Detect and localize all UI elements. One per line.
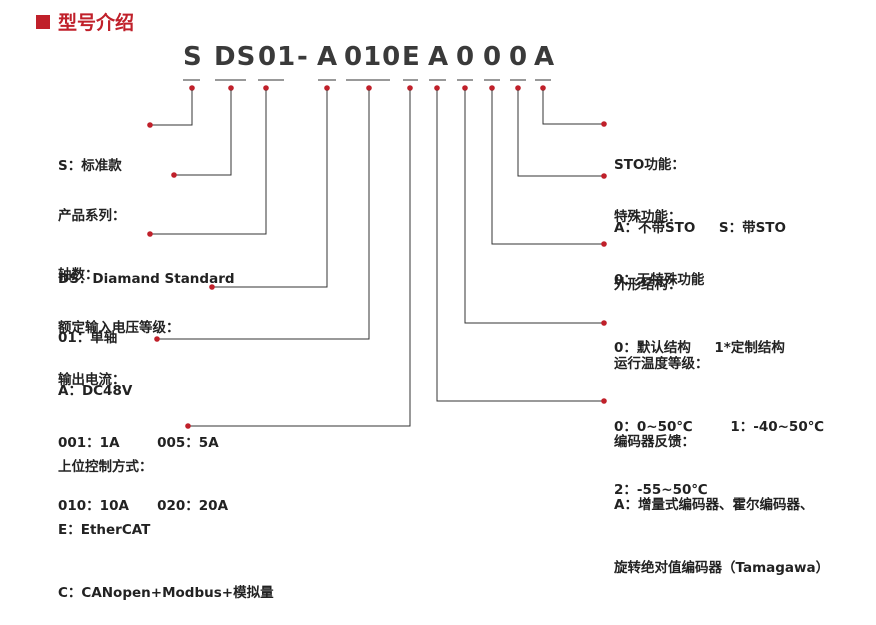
label-temperature-line-1: 0：0~50℃ 1：-40~50℃ <box>614 419 825 435</box>
dot-0b <box>489 85 495 91</box>
label-encoder-title: 编码器反馈： <box>614 434 695 450</box>
dot-left-2 <box>171 172 177 178</box>
dot-left-1 <box>147 122 153 128</box>
label-special-line: 0：无特殊功能 <box>614 272 705 288</box>
label-structure-title: 外形结构： <box>614 277 682 293</box>
label-voltage-line: A：DC48V <box>58 383 133 399</box>
code-seg-voltage: A <box>317 42 339 72</box>
dot-left-5 <box>154 336 160 342</box>
label-sto-line: A：不带STO S：带STO <box>614 220 786 236</box>
dot-right-4 <box>601 320 607 326</box>
code-seg-encoder: A <box>428 42 450 72</box>
dot-0c <box>515 85 521 91</box>
label-special-title: 特殊功能： <box>614 209 682 225</box>
label-control: 上位控制方式： E：EtherCAT C：CANopen+Modbus+模拟量 <box>58 415 274 625</box>
dot-left-3 <box>147 231 153 237</box>
dot-right-5 <box>601 398 607 404</box>
label-standard-title: S：标准款 <box>58 158 122 174</box>
code-seg-sto: A <box>534 42 556 72</box>
label-temperature-title: 运行温度等级： <box>614 356 709 372</box>
dot-a <box>324 85 330 91</box>
label-encoder: 编码器反馈： A：增量式编码器、霍尔编码器、 旋转绝对值编码器（Tamagawa… <box>614 390 829 600</box>
code-seg-control: E <box>402 42 421 72</box>
dot-right-2 <box>601 173 607 179</box>
connector-lines <box>147 79 607 429</box>
dot-left-4 <box>209 284 215 290</box>
label-voltage: 额定输入电压等级： A：DC48V <box>58 276 180 423</box>
code-seg-structure: 0 <box>483 42 503 72</box>
label-control-line-1: E：EtherCAT <box>58 522 151 538</box>
label-product-series-line: DS：Diamand Standard <box>58 271 235 287</box>
dot-e <box>407 85 413 91</box>
label-encoder-line-1: A：增量式编码器、霍尔编码器、 <box>614 497 814 513</box>
label-control-title: 上位控制方式： <box>58 459 153 475</box>
code-seg-temperature: 0 <box>456 42 476 72</box>
label-structure: 外形结构： 0：默认结构 1*定制结构 <box>614 233 785 380</box>
label-control-line-2: C：CANopen+Modbus+模拟量 <box>58 585 274 601</box>
dot-left-6 <box>185 423 191 429</box>
label-axis-count: 轴数： 01：单轴 <box>58 223 117 370</box>
code-seg-current: 010 <box>344 42 402 72</box>
label-axis-count-line: 01：单轴 <box>58 330 118 346</box>
label-special: 特殊功能： 0：无特殊功能 <box>614 165 704 312</box>
label-current-title: 输出电流： <box>58 372 126 388</box>
dot-right-1 <box>601 121 607 127</box>
label-current-line-1: 001：1A 005：5A <box>58 435 219 451</box>
label-product-series: 产品系列： DS：Diamand Standard <box>58 164 235 311</box>
title-square-icon <box>36 14 50 29</box>
dot-right-3 <box>601 241 607 247</box>
section-header: 型号介绍 <box>36 8 134 35</box>
dot-ds <box>228 85 234 91</box>
code-seg-series-prefix: S <box>183 42 203 72</box>
label-encoder-line-2: 旋转绝对值编码器（Tamagawa） <box>614 560 830 576</box>
label-voltage-title: 额定输入电压等级： <box>58 320 180 336</box>
dot-0a <box>462 85 468 91</box>
dot-a2 <box>434 85 440 91</box>
label-structure-line: 0：默认结构 1*定制结构 <box>614 340 785 356</box>
section-title: 型号介绍 <box>58 12 135 34</box>
label-product-series-title: 产品系列： <box>58 208 126 224</box>
code-seg-special: 0 <box>509 42 529 72</box>
dot-a3 <box>540 85 546 91</box>
label-sto-title: STO功能： <box>614 157 685 173</box>
label-standard: S：标准款 <box>58 114 122 198</box>
code-seg-dash: - <box>297 42 309 72</box>
dot-s <box>189 85 195 91</box>
dot-01 <box>263 85 269 91</box>
code-seg-product-series: DS <box>214 42 257 72</box>
label-sto: STO功能： A：不带STO S：带STO <box>614 113 786 260</box>
code-seg-axis-count: 01 <box>258 42 297 72</box>
dot-010 <box>366 85 372 91</box>
label-axis-count-title: 轴数： <box>58 267 99 283</box>
